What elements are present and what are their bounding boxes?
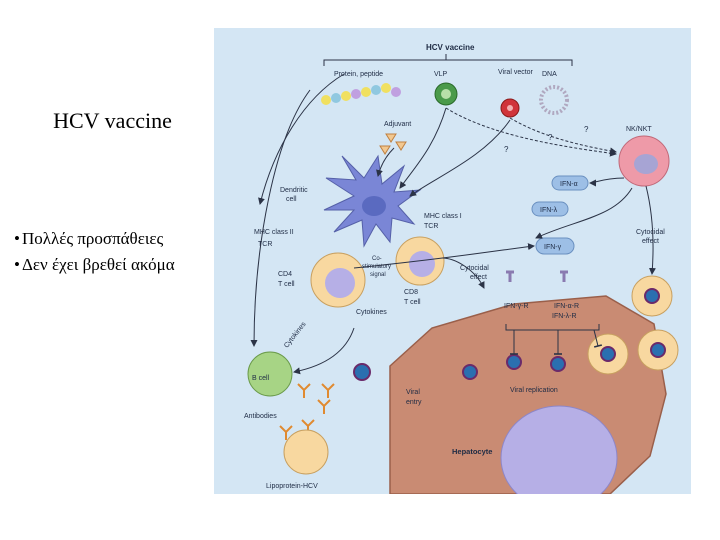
tcr-left-label: TCR [258,241,272,248]
cytocidal-label-1a: Cytocidal [460,265,489,272]
cd4-label-1: CD4 [278,271,292,278]
dna-plasmid [539,85,569,115]
bullet-item: Πολλές προσπάθειες [14,226,175,252]
antibodies-label: Antibodies [244,413,277,420]
cytocidal-label-2b: effect [642,238,659,245]
lipoprotein-label: Lipoprotein-HCV [266,483,318,490]
viral-replication-label: Viral replication [510,387,558,394]
vaccine-type-protein: Protein, peptide [334,71,383,78]
header-bracket [323,54,573,66]
viral-entry-label-2: entry [406,399,422,406]
cd8-nucleus [409,251,435,277]
pathway-arrows [250,73,656,375]
cytokines-mid-label: Cytokines [356,309,387,316]
bullet-list: Πολλές προσπάθειες Δεν έχει βρεθεί ακόμα [14,226,175,278]
bullet-item: Δεν έχει βρεθεί ακόμα [14,252,175,278]
vaccine-type-dna: DNA [542,71,557,78]
ifn-alpha-label: IFN-α [560,181,578,188]
ifn-gamma-pill [535,237,575,255]
ifn-lambda-label: IFN-λ [540,207,558,214]
dendritic-label-1: Dendritic [280,187,308,194]
ifngr-receptor [506,270,514,282]
peptide-chain [321,83,401,105]
ifn-lambda-pill [531,201,569,217]
viral-vector-particle [500,98,520,118]
ifnar-receptor [560,270,568,282]
signal-bracket [505,324,600,331]
vaccine-type-vlp: VLP [434,71,448,78]
costim-label-1: Co- [372,256,382,262]
cd4-nucleus [325,268,355,298]
ifnar-label: IFN-α-R [554,303,579,310]
costim-label-3: signal [370,272,386,278]
unknown-pathway-1: ? [548,133,553,142]
hepatocyte-label: Hepatocyte [452,447,492,456]
vaccine-type-viral-vector: Viral vector [498,69,534,76]
hcv-immunology-figure: Hepatocyte HCV vaccine Protein, peptide … [214,28,691,494]
adjuvant-shapes [379,133,407,155]
viral-entry-label-1: Viral [406,389,420,396]
ifn-alpha-pill [551,175,589,191]
cd8-label-1: CD8 [404,289,418,296]
ifn-gamma-label: IFN-γ [544,244,562,251]
cytocidal-label-2a: Cytocidal [636,229,665,236]
unknown-pathway-3: ? [504,145,509,154]
figure-header: HCV vaccine [426,43,475,52]
cd4-label-2: T cell [278,281,295,288]
adjuvant-label: Adjuvant [384,121,411,128]
mhc2-label: MHC class II [254,229,294,236]
lipoprotein-hcv [283,429,329,475]
hepatocyte-nucleus [500,405,618,494]
bcell-label: B cell [252,375,270,382]
dendritic-nucleus [362,196,386,216]
unknown-pathway-2: ? [584,125,589,134]
slide-title: HCV vaccine [53,108,172,133]
b-cell [247,351,293,397]
vlp-particle [434,82,458,106]
dendritic-label-2: cell [286,196,297,203]
nk-label: NK/NKT [626,126,652,133]
costim-label-2: stimulatory [362,264,391,270]
mhc1-label: MHC class I [424,213,462,220]
cytocidal-label-1b: effect [470,274,487,281]
ifnlr-label: IFN-λ-R [552,313,577,320]
nk-nucleus [634,154,658,174]
inhibition-lines [510,329,603,355]
cd8-label-2: T cell [404,299,421,306]
ifngr-label: IFN-γ-R [504,303,529,310]
tcr-right-label: TCR [424,223,438,230]
